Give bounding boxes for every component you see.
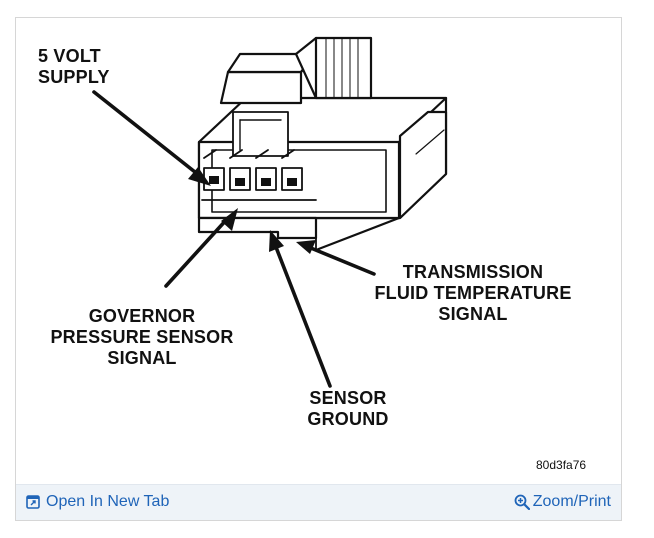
label-line: GROUND: [307, 409, 389, 429]
label-line: SENSOR: [309, 388, 387, 408]
label-5-volt-supply: 5 VOLT SUPPLY: [38, 46, 110, 88]
label-governor-pressure: GOVERNOR PRESSURE SENSOR SIGNAL: [18, 306, 266, 369]
open-new-tab-icon: [26, 495, 40, 509]
label-line: SIGNAL: [107, 348, 177, 368]
label-line: PRESSURE SENSOR: [50, 327, 234, 347]
label-sensor-ground: SENSOR GROUND: [288, 388, 408, 430]
open-in-new-tab-label: Open In New Tab: [46, 493, 170, 510]
arrow-5-volt: [92, 90, 202, 178]
label-line: 5 VOLT: [38, 46, 101, 66]
zoom-in-icon: [514, 494, 530, 510]
image-footer: Open In New Tab Zoom/Print: [16, 484, 621, 520]
label-transmission-fluid-temp: TRANSMISSION FLUID TEMPERATURE SIGNAL: [350, 262, 596, 325]
diagram-card: 5 VOLT SUPPLY TRANSMISSION FLUID TEMPERA…: [15, 17, 622, 521]
label-line: SUPPLY: [38, 67, 110, 87]
connector-body: [197, 36, 448, 220]
figure-code: 80d3fa76: [536, 458, 587, 472]
label-line: SIGNAL: [438, 304, 508, 324]
open-in-new-tab-link[interactable]: Open In New Tab: [26, 493, 169, 511]
arrow-governor: [164, 216, 230, 288]
label-line: FLUID TEMPERATURE: [374, 283, 572, 303]
zoom-print-label: Zoom/Print: [532, 493, 611, 510]
terminal-cavities: [201, 149, 317, 251]
arrow-ground: [272, 240, 332, 388]
arrow-transmission: [304, 244, 376, 276]
label-line: TRANSMISSION: [402, 262, 544, 282]
zoom-print-link[interactable]: Zoom/Print: [514, 493, 611, 511]
label-line: GOVERNOR: [88, 306, 196, 326]
connector-diagram: [92, 36, 448, 388]
